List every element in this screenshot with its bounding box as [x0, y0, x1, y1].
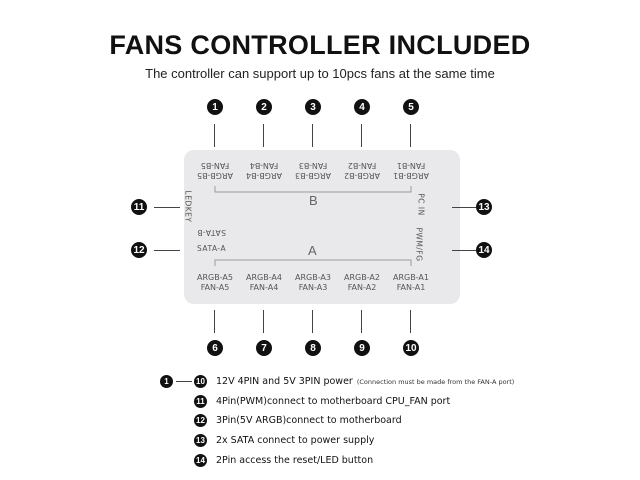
- legend-range-line: [176, 381, 192, 382]
- legend-row-11: 11 4Pin(PWM)connect to motherboard CPU_F…: [0, 394, 640, 410]
- fan-a3-label: FAN-A3: [298, 283, 328, 292]
- bus-a-line: [214, 259, 412, 266]
- port-label-b5: ARGB-B5 FAN-B5: [191, 160, 239, 180]
- argb-a4-label: ARGB-A4: [246, 273, 282, 282]
- callout-4-line: [361, 124, 362, 147]
- fan-b1-label: FAN-B1: [396, 161, 426, 170]
- callout-14-line: [452, 250, 476, 251]
- fan-a2-label: FAN-A2: [347, 283, 377, 292]
- callout-2-line: [263, 124, 264, 147]
- fan-a1-label: FAN-A1: [396, 283, 426, 292]
- argb-a3-label: ARGB-A3: [295, 273, 331, 282]
- fan-b3-label: FAN-B3: [298, 161, 328, 170]
- legend-badge-11: 11: [194, 395, 207, 408]
- callout-3-line: [312, 124, 313, 147]
- legend-text-11: 4Pin(PWM)connect to motherboard CPU_FAN …: [216, 396, 451, 407]
- page-title: FANS CONTROLLER INCLUDED: [109, 30, 531, 60]
- callout-4: 4: [354, 99, 370, 115]
- legend-text-14: 2Pin access the reset/LED button: [216, 455, 374, 466]
- legend-note: (Connection must be made from the FAN-A …: [356, 378, 515, 386]
- callout-1-line: [214, 124, 215, 147]
- callout-10-line: [410, 310, 411, 333]
- legend-row-12: 12 3Pin(5V ARGB)connect to motherboard: [0, 413, 640, 429]
- port-label-a3: ARGB-A3 FAN-A3: [289, 273, 337, 293]
- callout-8-line: [312, 310, 313, 333]
- callout-7-line: [263, 310, 264, 333]
- port-label-b1: ARGB-B1 FAN-B1: [387, 160, 435, 180]
- legend-badge-10: 10: [194, 375, 207, 388]
- pwm-fg-label: PWM/FG: [414, 227, 424, 262]
- callout-8: 8: [305, 340, 321, 356]
- argb-a5-label: ARGB-A5: [197, 273, 233, 282]
- legend-text-1-10: 12V 4PIN and 5V 3PIN power(Connection mu…: [216, 376, 514, 387]
- argb-b4-label: ARGB-B4: [246, 171, 282, 180]
- sata-b-label: SATA-B: [197, 228, 226, 237]
- fan-b2-label: FAN-B2: [347, 161, 377, 170]
- pc-in-label: PC IN: [416, 193, 426, 216]
- callout-1: 1: [207, 99, 223, 115]
- callout-9-line: [361, 310, 362, 333]
- argb-b5-label: ARGB-B5: [197, 171, 233, 180]
- argb-b1-label: ARGB-B1: [393, 171, 429, 180]
- callout-14: 14: [476, 242, 492, 258]
- legend-row-1-10: 1 10 12V 4PIN and 5V 3PIN power(Connecti…: [0, 374, 640, 390]
- port-label-b4: ARGB-B4 FAN-B4: [240, 160, 288, 180]
- callout-3: 3: [305, 99, 321, 115]
- argb-b2-label: ARGB-B2: [344, 171, 380, 180]
- callout-11-line: [154, 207, 180, 208]
- port-label-a5: ARGB-A5 FAN-A5: [191, 273, 239, 293]
- legend-badge-14: 14: [194, 454, 207, 467]
- callout-5-line: [410, 124, 411, 147]
- legend-badge-13: 13: [194, 434, 207, 447]
- port-label-a2: ARGB-A2 FAN-A2: [338, 273, 386, 293]
- port-label-b3: ARGB-B3 FAN-B3: [289, 160, 337, 180]
- callout-12: 12: [131, 242, 147, 258]
- port-label-b2: ARGB-B2 FAN-B2: [338, 160, 386, 180]
- callout-6-line: [214, 310, 215, 333]
- page-subtitle: The controller can support up to 10pcs f…: [145, 66, 495, 81]
- callout-5: 5: [403, 99, 419, 115]
- bus-b-line: [214, 186, 412, 193]
- legend-badge-1: 1: [160, 375, 173, 388]
- legend-row-14: 14 2Pin access the reset/LED button: [0, 453, 640, 469]
- legend-row-13: 13 2x SATA connect to power supply: [0, 433, 640, 449]
- argb-a1-label: ARGB-A1: [393, 273, 429, 282]
- legend-text-main: 12V 4PIN and 5V 3PIN power: [216, 376, 353, 387]
- port-label-a1: ARGB-A1 FAN-A1: [387, 273, 435, 293]
- callout-13-line: [452, 207, 476, 208]
- section-a-label: A: [308, 243, 317, 258]
- fan-a5-label: FAN-A5: [200, 283, 230, 292]
- controller-board: [184, 150, 460, 304]
- legend-text-12: 3Pin(5V ARGB)connect to motherboard: [216, 415, 402, 426]
- fan-b5-label: FAN-B5: [200, 161, 230, 170]
- callout-12-line: [154, 250, 180, 251]
- section-b-label: B: [309, 193, 318, 208]
- callout-6: 6: [207, 340, 223, 356]
- sata-a-label: SATA-A: [197, 244, 227, 253]
- callout-2: 2: [256, 99, 272, 115]
- port-label-a4: ARGB-A4 FAN-A4: [240, 273, 288, 293]
- callout-7: 7: [256, 340, 272, 356]
- ledkey-label: LEDKEY: [183, 190, 193, 223]
- argb-b3-label: ARGB-B3: [295, 171, 331, 180]
- argb-a2-label: ARGB-A2: [344, 273, 380, 282]
- callout-11: 11: [131, 199, 147, 215]
- legend-text-13: 2x SATA connect to power supply: [216, 435, 375, 446]
- callout-10: 10: [403, 340, 419, 356]
- fan-b4-label: FAN-B4: [249, 161, 279, 170]
- callout-13: 13: [476, 199, 492, 215]
- fan-a4-label: FAN-A4: [249, 283, 279, 292]
- callout-9: 9: [354, 340, 370, 356]
- legend-badge-12: 12: [194, 414, 207, 427]
